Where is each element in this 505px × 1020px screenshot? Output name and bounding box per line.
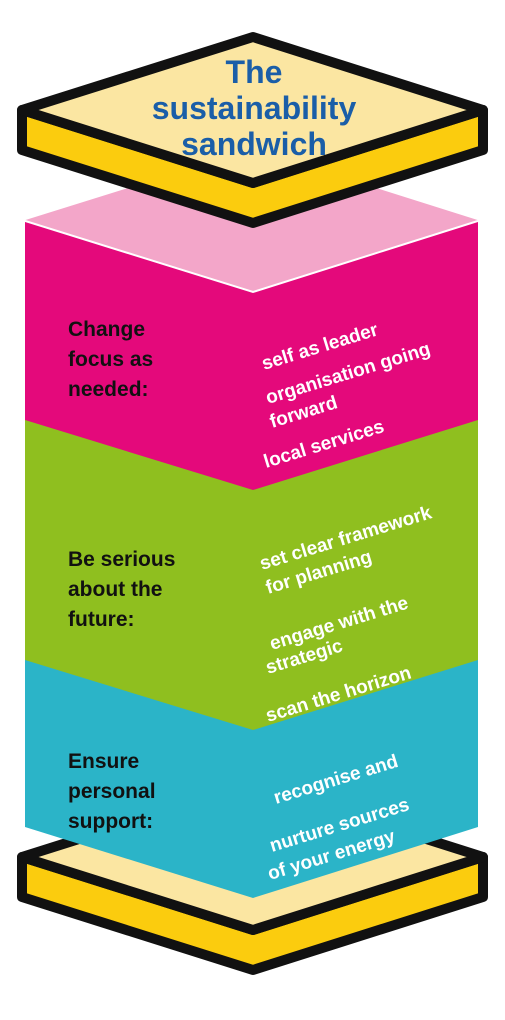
top-bread (17, 32, 488, 228)
layer-label-line: personal (68, 780, 156, 803)
layer-label-line: future: (68, 608, 135, 631)
title-line: sandwich (181, 126, 327, 162)
title-line: sustainability (152, 90, 357, 126)
layer-label-line: focus as (68, 348, 153, 371)
layer-label-line: needed: (68, 378, 149, 401)
title: The sustainability sandwich (152, 54, 357, 162)
layer-future-label: Be serious about the future: (68, 548, 175, 631)
layer-focus-label: Change focus as needed: (68, 318, 153, 401)
top-bread-top (17, 32, 488, 188)
layer-label-line: Ensure (68, 750, 139, 773)
layer-label-line: Be serious (68, 548, 175, 571)
title-line: The (226, 54, 283, 90)
layer-label-line: Change (68, 318, 145, 341)
layer-label-line: support: (68, 810, 153, 833)
layer-label-line: about the (68, 578, 163, 601)
layer-support-label: Ensure personal support: (68, 750, 156, 833)
